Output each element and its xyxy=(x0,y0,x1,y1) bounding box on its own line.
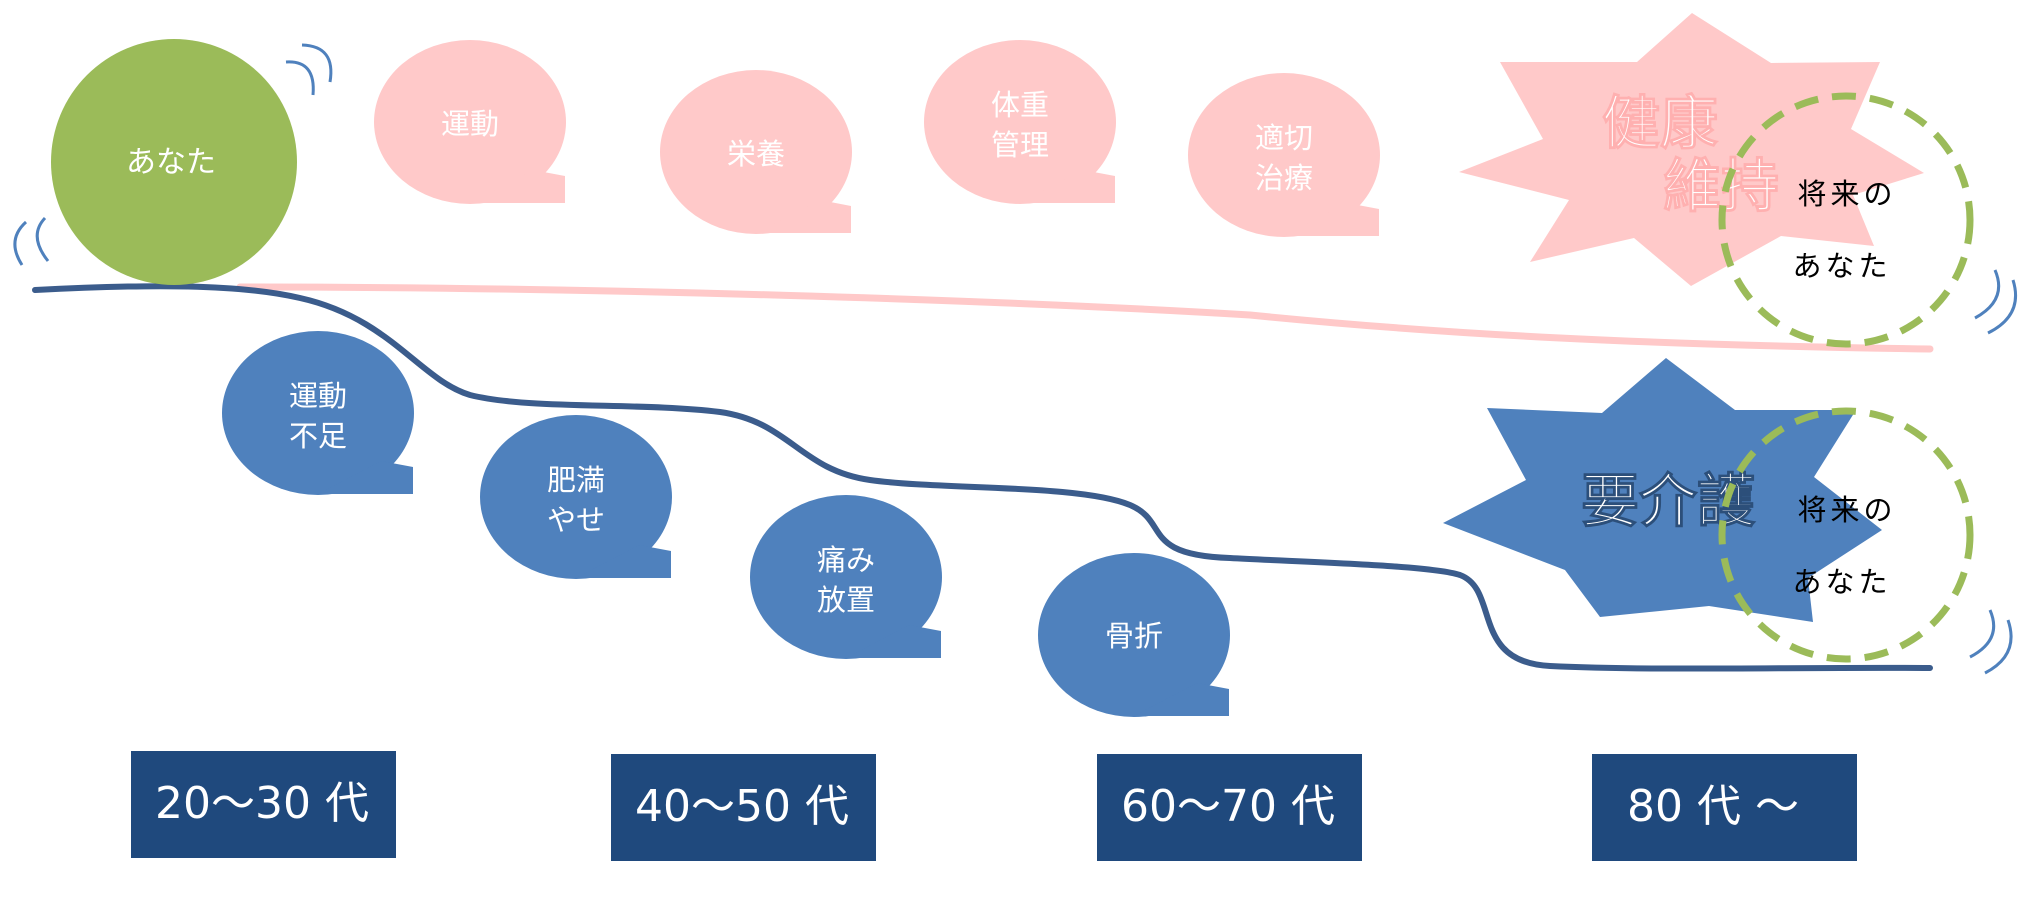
bubble-label: 栄養 xyxy=(727,137,785,171)
you-circle xyxy=(51,39,297,285)
starburst-shape xyxy=(1459,13,1924,286)
bubble-label: 痛み xyxy=(817,543,875,577)
age-group-box: 80 代 ～ xyxy=(1592,754,1857,861)
outcome-label: 要介護 xyxy=(1581,467,1756,535)
bubble-label: 運動 xyxy=(289,379,347,413)
positive-bubble: 体重 管理 xyxy=(924,40,1116,204)
dashed-circle xyxy=(1718,92,1974,348)
bubble-label: 管理 xyxy=(991,128,1049,162)
future-you-healthy: 将来の あなた xyxy=(1718,92,2018,348)
positive-bubble: 適切 治療 xyxy=(1188,73,1380,237)
age-group-box: 60～70 代 xyxy=(1097,754,1362,861)
bubble-label: 体重 xyxy=(991,88,1049,122)
positive-bubble: 運動 xyxy=(374,40,566,204)
healthy-path-line xyxy=(236,283,1934,353)
age-group-box: 40～50 代 xyxy=(611,754,876,861)
bubble-label: 放置 xyxy=(817,583,875,617)
care-needed-outcome-star: 要介護 xyxy=(1443,358,1882,622)
bubble-label: 骨折 xyxy=(1105,619,1163,653)
motion-marks-icon xyxy=(1969,609,2013,675)
negative-bubble: 運動 不足 xyxy=(222,331,414,495)
bubble-label: やせ xyxy=(547,503,605,537)
negative-bubble: 骨折 xyxy=(1038,553,1230,717)
motion-marks-icon xyxy=(1974,269,2018,335)
age-group-box: 20～30 代 xyxy=(131,751,396,858)
age-group-label: 40～50 代 xyxy=(635,781,849,832)
future-you-label: 将来の xyxy=(1797,493,1896,527)
future-you-label: 将来の xyxy=(1797,177,1896,211)
positive-bubble: 栄養 xyxy=(660,70,852,234)
you-circle-group: あなた xyxy=(13,39,333,285)
future-you-label: あなた xyxy=(1792,249,1891,283)
starburst-shape xyxy=(1443,358,1882,622)
bubble-label: 適切 xyxy=(1255,121,1313,155)
decline-path-line xyxy=(32,283,1933,672)
negative-bubble: 肥満 やせ xyxy=(480,415,672,579)
age-group-label: 60～70 代 xyxy=(1121,781,1335,832)
bubble-label: 肥満 xyxy=(547,463,605,497)
age-group-label: 80 代 ～ xyxy=(1627,781,1799,832)
motion-marks-icon xyxy=(13,216,50,266)
dashed-circle xyxy=(1718,407,1974,663)
outcome-label: 維持 xyxy=(1663,152,1779,220)
bubble-label: 運動 xyxy=(441,107,499,141)
bubble-label: 不足 xyxy=(289,419,347,453)
negative-bubble: 痛み 放置 xyxy=(750,495,942,659)
future-you-label: あなた xyxy=(1792,565,1891,599)
future-you-care: 将来の あなた xyxy=(1718,407,2013,675)
outcome-label: 健康 xyxy=(1602,89,1718,157)
you-label: あなた xyxy=(126,145,216,180)
healthy-outcome-star: 健康 維持 xyxy=(1459,13,1924,286)
age-group-label: 20～30 代 xyxy=(155,778,369,829)
bubble-label: 治療 xyxy=(1255,161,1313,195)
motion-marks-icon xyxy=(285,43,333,96)
